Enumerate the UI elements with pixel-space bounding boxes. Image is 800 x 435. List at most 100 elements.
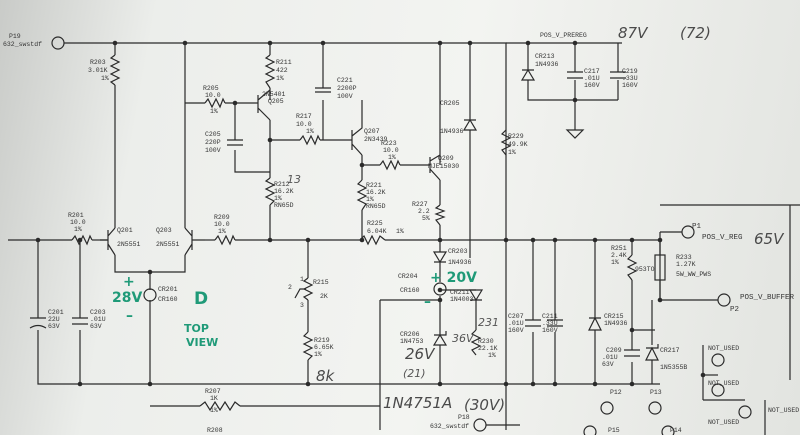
annot-28v: 28V (112, 290, 142, 306)
annot-top: TOP (184, 322, 209, 335)
r201-tol: 1% (74, 226, 82, 233)
transistor-symbols (100, 89, 441, 256)
cr215-symbol (588, 316, 602, 331)
cr201-ref: CR201 (158, 286, 178, 293)
diode-symbols (143, 68, 659, 361)
cr211-ref: CR211 (450, 289, 470, 296)
cr205-symbol (462, 118, 478, 131)
p1-net-label: POS_V_REG (702, 234, 743, 242)
p18-label: P18 (458, 414, 470, 421)
r211-value: 422 (276, 67, 288, 74)
q209-symbol (429, 154, 441, 181)
r211-symbol (264, 54, 276, 89)
not-used-label-3: NOT_USED (708, 419, 739, 426)
r212-ref: R212 (274, 181, 290, 188)
cr205-part: 1N4936 (440, 128, 464, 135)
r205-tol: 1% (210, 108, 218, 115)
r221-ref: R221 (366, 182, 382, 189)
c217-ref: C217 (584, 68, 600, 75)
r207-ref: R207 (205, 388, 221, 395)
c207-ref: C207 (508, 313, 524, 320)
r201-symbol (71, 234, 93, 246)
pot-pin-2: 2 (288, 284, 292, 291)
r207-value: 1K (210, 395, 218, 402)
cr217-part: 1N5355B (660, 364, 687, 371)
r219-tol: 1% (314, 351, 322, 358)
r251-ref: R251 (611, 245, 627, 252)
r209-symbol (214, 234, 236, 246)
cr211-symbol (468, 289, 484, 302)
c211-ref: C211 (542, 313, 558, 320)
c219-value: .33U (622, 75, 638, 82)
r203-value: 3.01K (88, 67, 108, 74)
r205-ref: R205 (203, 85, 219, 92)
q205-symbol (250, 89, 271, 121)
annot-d: D (194, 289, 208, 309)
r201-value: 10.0 (70, 219, 86, 226)
c201-symbol (29, 317, 47, 329)
r251-symbol (626, 254, 638, 281)
c201-volt: 63V (48, 323, 60, 330)
cr213-symbol (520, 68, 536, 81)
c205-value: 220P (205, 139, 221, 146)
r233-symbol (654, 254, 666, 281)
p2-net-label: POS_V_BUFFER (740, 294, 795, 302)
q201-ref: Q201 (117, 227, 133, 234)
cr213-part: 1N4936 (535, 61, 559, 68)
c209-value: .01U (602, 354, 618, 361)
r251-tol: 1% (611, 259, 619, 266)
c203-volt: 63V (90, 323, 102, 330)
annot-8k: 8k (316, 367, 336, 385)
annot-view: VIEW (186, 336, 218, 349)
q201-part: 2N5551 (117, 241, 141, 248)
r209-ref: R209 (214, 214, 230, 221)
annot-21: (21) (403, 367, 426, 380)
not-used-label-1: NOT_USED (708, 345, 739, 352)
annot-minus-2: – (424, 294, 431, 310)
cr206-symbol (432, 331, 448, 346)
p15-label: P15 (608, 427, 620, 434)
c221-symbol (315, 87, 331, 93)
r223-symbol (379, 159, 401, 171)
r219-ref: R219 (314, 337, 330, 344)
r230-symbol (470, 329, 482, 356)
c219-ref: C219 (622, 68, 638, 75)
cr217-symbol (645, 344, 659, 361)
r225-tol: 1% (396, 228, 404, 235)
q207-part: 2N3439 (364, 136, 388, 143)
c201-value: 22U (48, 316, 60, 323)
c221-value: 2200P (337, 85, 357, 92)
c203-ref: C203 (90, 309, 106, 316)
p19-net-label: 632_swstdf (3, 41, 42, 48)
cr205-ref: CR205 (440, 100, 460, 107)
c209-symbol (624, 349, 640, 357)
q203-part: 2N5551 (156, 241, 180, 248)
r201-ref: R201 (68, 212, 84, 219)
port-connectors (51, 36, 752, 435)
cr206-part: 1N4753 (400, 338, 424, 345)
pot-pin-3: 3 (300, 302, 304, 309)
annot-plus: + (123, 274, 135, 290)
cr203-symbol (432, 251, 448, 264)
r203-symbol (109, 54, 121, 86)
c207-symbol (525, 319, 541, 327)
r207-symbol (199, 400, 241, 412)
not-used-label-4: NOT_USED (768, 407, 799, 414)
annot-26v: 26V (405, 345, 436, 363)
r203-tol: 1% (101, 75, 109, 82)
r217-tol: 1% (306, 128, 314, 135)
ground-symbol (565, 129, 585, 139)
r229-value: 49.9K (508, 141, 528, 148)
p13-connector (648, 401, 662, 415)
annot-13: 13 (287, 173, 301, 186)
q205-part: 2N5401 (262, 91, 286, 98)
handwritten-annotations: 87V (72) 65V 13 8k 26V (21) 36V 231 1N47… (112, 24, 785, 414)
r215-ref: R215 (313, 279, 329, 286)
cr211-part: 1N4003 (450, 296, 474, 303)
r221-type: RN65D (366, 203, 386, 210)
annot-65v: 65V (754, 230, 785, 248)
annot-20v: + 20V (430, 270, 477, 286)
c217-value: .01U (584, 75, 600, 82)
cr203-ref: CR203 (448, 248, 468, 255)
r207-tol: 1% (210, 407, 218, 414)
